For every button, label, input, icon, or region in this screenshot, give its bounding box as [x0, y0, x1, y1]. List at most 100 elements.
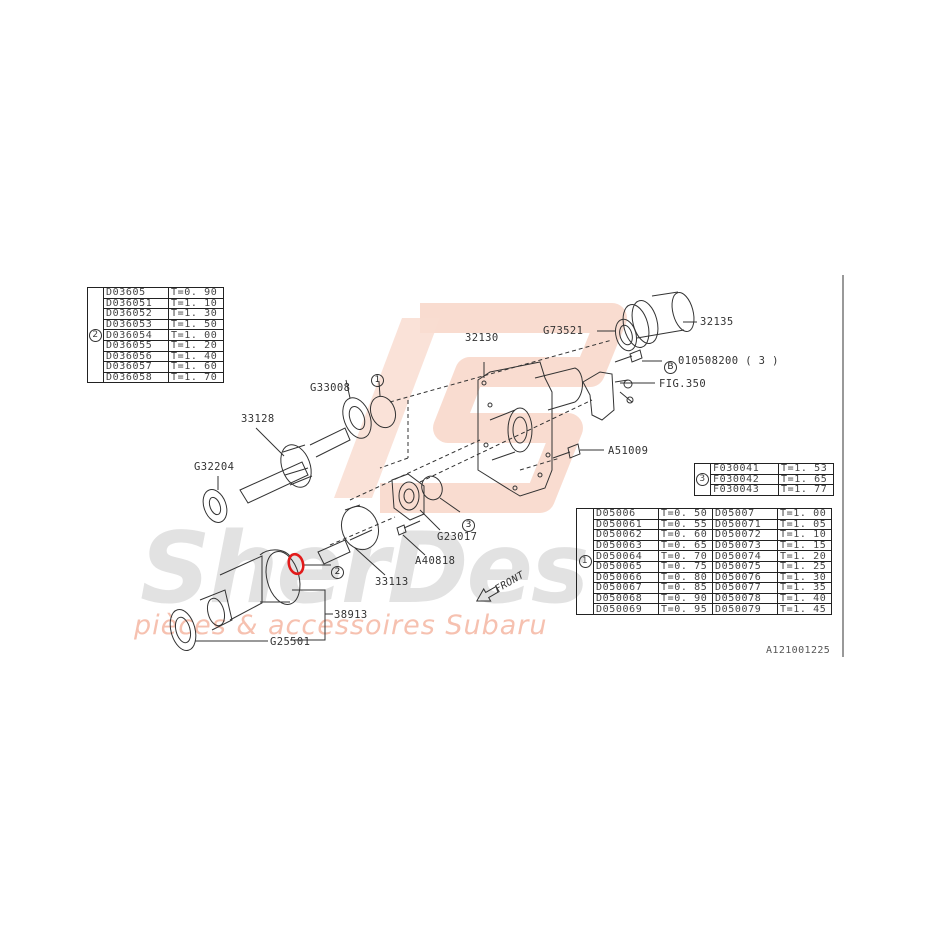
part-number[interactable]: D050073	[712, 539, 778, 552]
part-number[interactable]: F030043	[710, 484, 779, 496]
part-label-A51009[interactable]: A51009	[608, 445, 649, 457]
part-label-32130[interactable]: 32130	[465, 332, 499, 344]
thickness: T=0. 60	[658, 529, 713, 541]
part-number[interactable]: D050072	[712, 529, 778, 541]
part-number[interactable]: D050064	[593, 550, 659, 562]
part-number[interactable]: D050066	[593, 571, 659, 584]
table-row[interactable]: 2 D03605 T=0. 90	[87, 286, 224, 384]
thickness: T=0. 85	[658, 582, 713, 594]
part-label-G32204[interactable]: G32204	[194, 461, 235, 473]
part-number[interactable]: D036051	[103, 297, 169, 310]
thickness: T=0. 90	[658, 592, 713, 605]
part-number[interactable]: D036056	[103, 350, 169, 363]
part-label-33113[interactable]: 33113	[375, 576, 409, 588]
circled-1-icon: 1	[371, 374, 384, 387]
part-label-fig350[interactable]: FIG.350	[659, 378, 707, 390]
part-number[interactable]: D036057	[103, 361, 169, 373]
part-number[interactable]: F030041	[710, 463, 779, 475]
part-label-G33008[interactable]: G33008	[310, 382, 351, 394]
part-number[interactable]: D036058	[103, 371, 169, 384]
thickness: T=1. 77	[778, 484, 834, 496]
figure-id: A121001225	[766, 645, 831, 656]
part-label-G25501[interactable]: G25501	[270, 636, 311, 648]
part-number[interactable]: D050067	[593, 582, 659, 594]
thickness: T=1. 70	[168, 371, 224, 384]
part-label-G73521[interactable]: G73521	[543, 325, 584, 337]
seal-G25501	[169, 608, 268, 652]
part-number[interactable]: D036055	[103, 339, 169, 352]
table-marker-cell: 2	[87, 286, 104, 384]
part-number[interactable]: D050079	[712, 603, 778, 615]
thickness: T=0. 50	[658, 508, 713, 520]
thickness: T=0. 75	[658, 560, 713, 573]
bracket-fig350	[582, 371, 655, 421]
shaft-33128	[239, 427, 351, 504]
callout-2: 2	[331, 559, 344, 579]
part-label-38913[interactable]: 38913	[334, 609, 368, 621]
cover-G23017	[391, 473, 441, 531]
bolt-A40818	[396, 520, 426, 556]
thickness: T=1. 00	[168, 329, 224, 341]
thickness: T=1. 15	[777, 539, 832, 552]
part-number[interactable]: F030042	[710, 473, 779, 486]
part-number[interactable]: D050069	[593, 603, 659, 615]
part-number[interactable]: D05007	[712, 508, 778, 520]
part-number[interactable]: D03605	[103, 287, 169, 299]
part-number[interactable]: D050075	[712, 560, 778, 573]
circled-2-icon: 2	[89, 328, 102, 342]
part-label-A40818[interactable]: A40818	[415, 555, 456, 567]
part-number[interactable]: D036053	[103, 318, 169, 331]
oring-1	[369, 395, 397, 429]
highlighted-oring-2	[287, 552, 305, 576]
part-number[interactable]: D050061	[593, 518, 659, 531]
oring-3	[421, 475, 443, 501]
circled-2-icon: 2	[331, 566, 344, 579]
part-number[interactable]: D050068	[593, 592, 659, 605]
part-number[interactable]: D050063	[593, 539, 659, 552]
part-number[interactable]: D036054	[103, 329, 169, 341]
part-number[interactable]: D050077	[712, 582, 778, 594]
part-label-32135[interactable]: 32135	[700, 316, 734, 328]
part-number[interactable]: D05006	[593, 508, 659, 520]
part-number[interactable]: D036052	[103, 308, 169, 320]
part-number[interactable]: D050062	[593, 529, 659, 541]
thickness: T=1. 35	[777, 582, 832, 594]
part-number[interactable]: D050071	[712, 518, 778, 531]
thickness: T=1. 50	[168, 318, 224, 331]
part-label-G23017[interactable]: G23017	[437, 531, 478, 543]
thickness: T=1. 20	[168, 339, 224, 352]
table-row[interactable]: 3 F030041 T=1. 53	[694, 463, 834, 496]
part-number[interactable]: D050074	[712, 550, 778, 562]
part-label-010508200[interactable]: 010508200 ( 3 )	[678, 355, 779, 367]
thickness: T=0. 95	[658, 603, 713, 615]
thickness: T=0. 55	[658, 518, 713, 531]
watermark-tagline: pièces & accessoires Subaru	[134, 610, 548, 641]
table-row[interactable]: 1 D05006 T=0. 50 D05007 T=1. 00	[576, 508, 832, 615]
thickness: T=1. 60	[168, 361, 224, 373]
thickness: T=0. 90	[168, 287, 224, 299]
part-number[interactable]: D050076	[712, 571, 778, 584]
part-number[interactable]: D050078	[712, 592, 778, 605]
part-number[interactable]: D050065	[593, 560, 659, 573]
part-label-33128[interactable]: 33128	[241, 413, 275, 425]
gear-33113	[317, 504, 386, 576]
